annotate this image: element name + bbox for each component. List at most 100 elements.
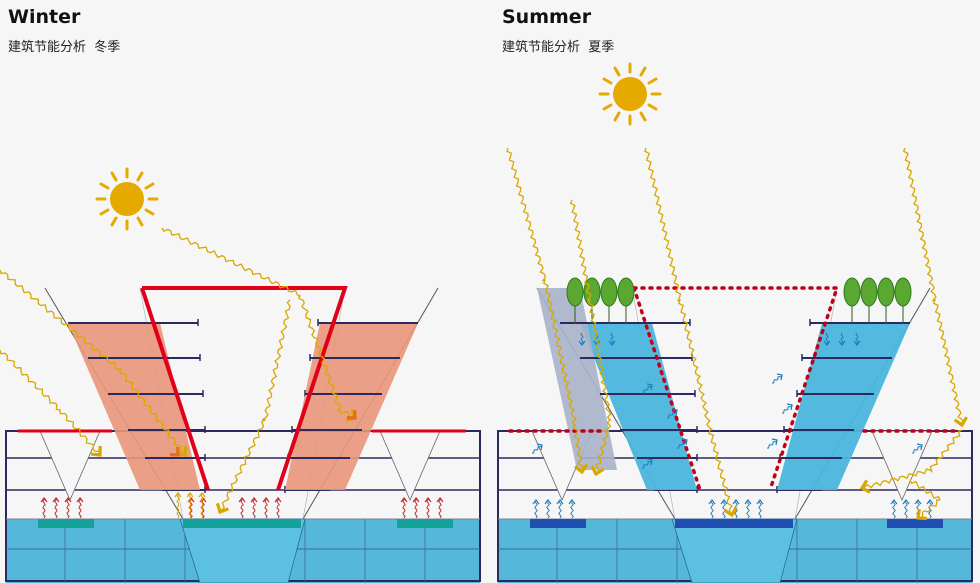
arrow-tip — [238, 497, 246, 503]
cool-airflow-arrow-icon — [744, 499, 752, 519]
wavy-ray-icon — [861, 429, 963, 491]
tree-icon — [566, 277, 584, 324]
arrow-tip — [916, 443, 923, 451]
tree-icon — [843, 277, 861, 324]
wavy-ray-icon — [0, 349, 101, 456]
sun-ray — [647, 77, 658, 85]
glass-frame-left — [140, 287, 210, 491]
heat-arrow-icon — [238, 497, 246, 519]
tree-crown — [877, 277, 895, 307]
arrow-tip — [52, 497, 60, 503]
central-void — [671, 518, 798, 583]
cool-airflow-arrow-icon — [838, 332, 846, 346]
arrow-tip — [64, 497, 72, 503]
arrow-tip — [776, 373, 783, 381]
shade-panel — [537, 288, 617, 470]
arrow-shaft — [710, 499, 714, 519]
cool-pool-right — [887, 519, 943, 528]
cool-airflow-arrow-icon — [531, 443, 543, 454]
heat-pool-left — [38, 519, 94, 528]
arrow-shaft — [771, 374, 783, 384]
winter-subtitle-text: 建筑节能分析 — [8, 40, 87, 55]
arrowhead — [346, 409, 357, 420]
cool-airflow-arrow-icon — [771, 373, 783, 384]
cool-airflow-arrow-icon — [890, 499, 898, 519]
arrow-shaft — [746, 499, 750, 519]
cool-airflow-arrow-icon — [853, 332, 861, 346]
arrow-shaft — [610, 332, 614, 346]
arrow-shaft — [252, 497, 256, 519]
heat-pool-center — [183, 519, 301, 528]
cool-airflow-arrow-icon — [902, 499, 910, 519]
sun-ray-left-lower — [0, 349, 102, 457]
arrow-tip — [838, 340, 846, 346]
arrowhead — [916, 508, 928, 521]
arrowhead — [574, 463, 589, 475]
arrow-tip — [578, 340, 586, 346]
cool-airflow-arrow-icon — [641, 383, 653, 394]
cool-pool-center — [675, 519, 793, 528]
arrow-shaft — [240, 497, 244, 519]
arrow-tip — [568, 499, 576, 505]
arrow-tip — [853, 340, 861, 346]
warm-air-arrow — [198, 492, 206, 519]
arrowhead — [723, 506, 738, 518]
summer-ray-inner — [569, 199, 612, 477]
tree-crown — [843, 277, 861, 307]
arrow-shaft — [855, 332, 859, 346]
arrow-tip — [646, 383, 653, 391]
arrow-shaft — [558, 499, 562, 519]
wavy-ray-icon — [902, 147, 964, 426]
sun-ray — [602, 103, 613, 111]
arrowhead — [169, 446, 180, 457]
wavy-ray-icon — [217, 299, 291, 512]
arrow-shaft — [438, 497, 442, 519]
arrow-tip — [646, 458, 653, 466]
arrow-tip — [274, 497, 282, 503]
arrow-tip — [914, 499, 922, 505]
arrow-tip — [536, 443, 543, 451]
sun-ray — [639, 111, 647, 122]
arrow-tip — [608, 340, 616, 346]
sun-ray-center — [215, 299, 291, 515]
tree-icon — [860, 277, 878, 324]
arrow-shaft — [42, 497, 46, 519]
sun-ray — [99, 182, 110, 190]
arrow-tip — [708, 499, 716, 505]
cool-atrium-right — [777, 323, 910, 490]
summer-subtitle: 建筑节能分析 夏季 — [502, 36, 614, 55]
wavy-ray-icon — [643, 147, 735, 515]
arrow-tip — [756, 499, 764, 505]
wavy-ray-icon — [909, 479, 941, 519]
heat-arrow-icon — [64, 497, 72, 519]
arrow-shaft — [534, 499, 538, 519]
sun-disc — [110, 182, 144, 216]
arrowhead — [215, 502, 229, 515]
winter-subtitle: 建筑节能分析 冬季 — [8, 36, 120, 55]
winter-season: 冬季 — [94, 40, 121, 55]
arrow-tip — [532, 499, 540, 505]
sun-ray — [110, 171, 118, 182]
arrow-tip — [786, 403, 793, 411]
summer-ray-left — [506, 147, 589, 475]
cool-airflow-arrow-icon — [766, 438, 778, 449]
heat-arrow-icon — [436, 497, 444, 519]
arrow-tip — [926, 499, 934, 505]
arrow-shaft — [840, 332, 844, 346]
cool-airflow-arrow-icon — [676, 438, 688, 449]
summer-ray-right-pool — [909, 479, 941, 521]
arrow-shaft — [911, 444, 923, 454]
arrow-tip — [902, 499, 910, 505]
arrow-shaft — [766, 439, 778, 449]
arrow-tip — [556, 499, 564, 505]
heat-arrow-icon — [52, 497, 60, 519]
heat-pool-right — [397, 519, 453, 528]
heat-arrow-icon — [412, 497, 420, 519]
tree-crown — [860, 277, 878, 307]
arrowhead — [90, 445, 102, 457]
arrow-shaft — [264, 497, 268, 519]
cool-airflow-arrow-icon — [666, 408, 678, 419]
summer-ray-center — [643, 147, 738, 518]
cool-airflow-arrow-icon — [720, 499, 728, 519]
open-frame-left — [632, 286, 702, 492]
